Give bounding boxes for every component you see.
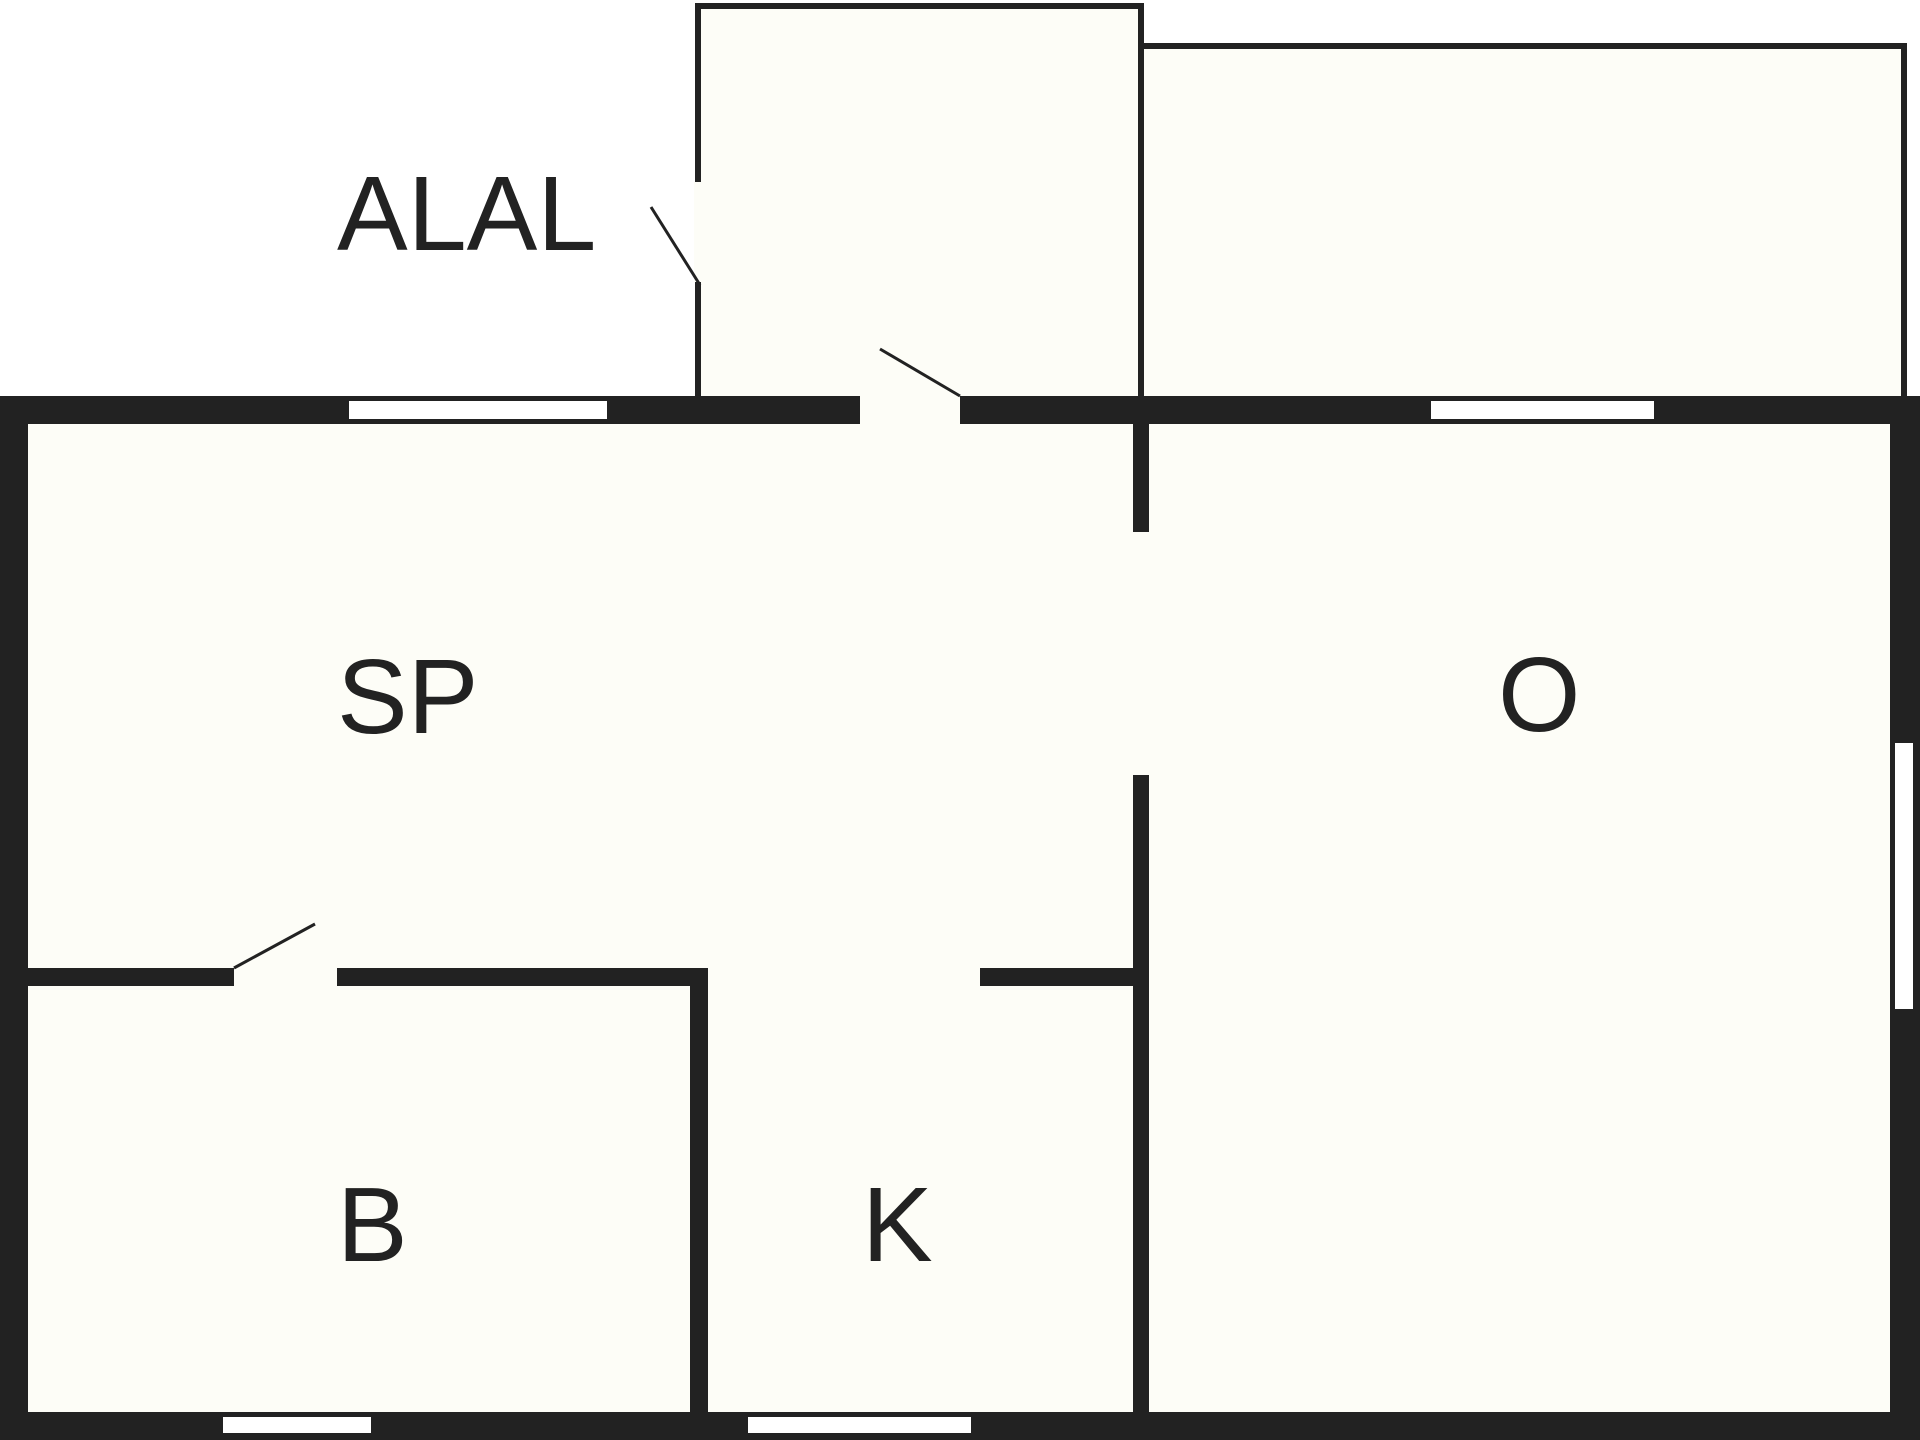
annex bbox=[649, 3, 1907, 402]
room-label-b: B bbox=[337, 1166, 408, 1284]
annex-right-room bbox=[1138, 43, 1907, 402]
room-label-alal: ALAL bbox=[337, 155, 596, 273]
window-right bbox=[1893, 741, 1915, 1011]
annex-left-room bbox=[695, 3, 1144, 402]
doors bbox=[233, 347, 961, 988]
main-floor bbox=[14, 410, 1904, 1426]
wall-kitchen-top bbox=[980, 968, 1140, 986]
door-bedroom-leaf bbox=[233, 922, 316, 970]
windows bbox=[221, 399, 1915, 1435]
window-bottom-left bbox=[221, 1415, 373, 1435]
door-entrance-gap bbox=[860, 396, 960, 426]
window-bottom-middle bbox=[746, 1415, 973, 1435]
wall-bedroom-top bbox=[28, 968, 706, 986]
interior-walls bbox=[28, 410, 1149, 1426]
door-entrance-leaf bbox=[879, 347, 961, 398]
room-label-o: O bbox=[1498, 636, 1580, 754]
wall-divider-upper bbox=[1133, 410, 1149, 532]
wall-divider-lower bbox=[1133, 775, 1149, 1426]
door-bedroom-gap bbox=[234, 966, 337, 988]
room-label-sp: SP bbox=[337, 638, 478, 756]
room-labels: ALAL SP O B K bbox=[337, 155, 1580, 1284]
wall-left bbox=[0, 396, 28, 1440]
annex-side-door-gap bbox=[694, 182, 703, 282]
annex-side-door-leaf bbox=[649, 206, 702, 286]
wall-bedroom-right bbox=[690, 968, 708, 1426]
room-label-k: K bbox=[862, 1166, 933, 1284]
window-top-right bbox=[1429, 399, 1656, 421]
window-top-left bbox=[347, 399, 609, 421]
